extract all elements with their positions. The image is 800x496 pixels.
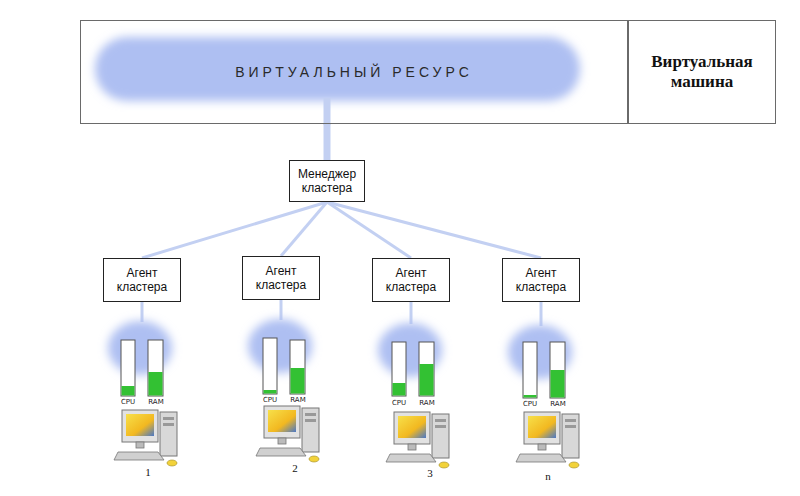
machine-number: 3 (410, 467, 450, 479)
node-text: Агент кластера (375, 266, 447, 295)
node-content: Агент кластера (505, 266, 577, 295)
connector-line (327, 202, 541, 258)
node-content: Виртуальная машина (629, 52, 775, 91)
node-text: Виртуальная машина (629, 52, 775, 91)
bar-label: RAM (407, 399, 447, 407)
node-text: Агент кластера (106, 266, 178, 295)
node-content: Агент кластера (245, 264, 317, 293)
node-content: Агент кластера (106, 266, 178, 295)
connector-line (327, 202, 411, 258)
node-text: Менеджер кластера (292, 167, 362, 196)
node-text: Агент кластера (245, 264, 317, 293)
machine (508, 302, 579, 468)
node-text: Агент кластера (505, 266, 577, 295)
bar-label: RAM (538, 400, 578, 408)
wire (324, 98, 331, 125)
machine (108, 302, 177, 466)
machine-number: 2 (275, 462, 315, 474)
virtual-machine-box: Виртуальная машина (628, 20, 776, 124)
node-content: ВИРТУАЛЬНЫЙ РЕСУРС (235, 64, 473, 80)
machine-number: 1 (128, 466, 168, 478)
node-text: ВИРТУАЛЬНЫЙ РЕСУРС (235, 64, 473, 80)
bar-label: CPU (379, 399, 419, 407)
bar-label: CPU (250, 396, 290, 404)
connector-line (281, 202, 327, 256)
cluster-manager-box: Менеджер кластера (289, 160, 365, 202)
machine-number: n (528, 470, 568, 482)
node-content: Менеджер кластера (292, 167, 362, 196)
connector-line (142, 202, 327, 258)
resource-glow (95, 37, 580, 101)
bar-label: CPU (108, 398, 148, 406)
bar-label: RAM (136, 398, 176, 406)
machine (248, 300, 319, 462)
cluster-agent-box: Агент кластера (103, 258, 181, 302)
virtual-resource-box: ВИРТУАЛЬНЫЙ РЕСУРС (80, 20, 628, 124)
cluster-agent-box: Агент кластера (502, 258, 580, 302)
bar-label: RAM (278, 396, 318, 404)
bar-label: CPU (510, 400, 550, 408)
connector-line (324, 124, 331, 160)
cluster-agent-box: Агент кластера (242, 256, 320, 300)
machine (378, 302, 449, 468)
node-content: Агент кластера (375, 266, 447, 295)
cluster-agent-box: Агент кластера (372, 258, 450, 302)
